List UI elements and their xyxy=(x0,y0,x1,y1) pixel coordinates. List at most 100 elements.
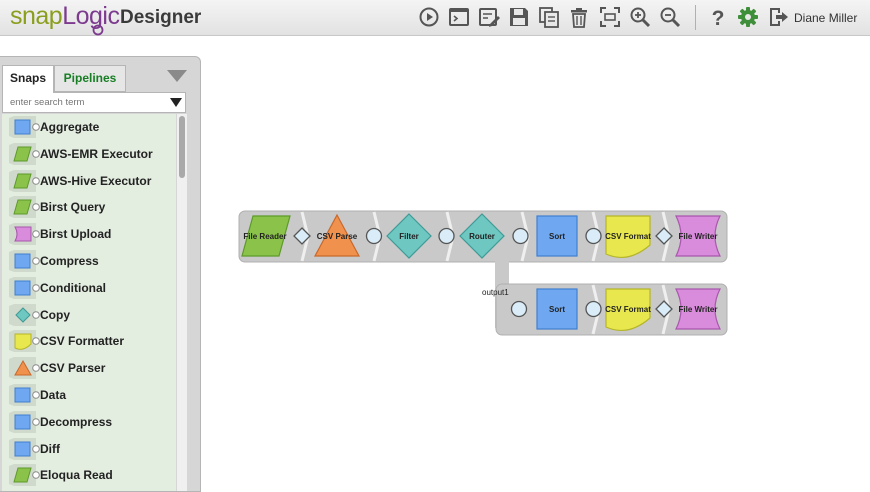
snap-list-item[interactable]: AWS-Hive Executor xyxy=(2,168,176,194)
green-parallelogram-icon xyxy=(9,196,40,219)
blue-square-icon xyxy=(9,276,40,299)
branch-label-output1: output1 xyxy=(482,288,509,297)
app-title: Designer xyxy=(120,7,202,28)
tab-pipelines[interactable]: Pipelines xyxy=(54,65,126,92)
snap-list-item[interactable]: Birst Query xyxy=(2,194,176,220)
zoom-in-button[interactable] xyxy=(629,6,651,28)
zoom-out-icon xyxy=(660,7,681,28)
snap-label: Copy xyxy=(40,307,70,322)
snap-list-item[interactable]: Conditional xyxy=(2,275,176,301)
document-port-icon[interactable] xyxy=(585,300,602,318)
logo-swirl-icon xyxy=(92,24,104,36)
snap-search-box xyxy=(2,92,186,113)
green-parallelogram-icon xyxy=(9,464,40,487)
user-name[interactable]: Diane Miller xyxy=(794,11,858,25)
zoom-out-button[interactable] xyxy=(659,6,681,28)
snap-label: Birst Query xyxy=(40,200,106,215)
panel-menu-triangle-icon[interactable] xyxy=(166,69,188,83)
console-button[interactable] xyxy=(448,6,470,28)
green-parallelogram-icon xyxy=(9,169,40,192)
snap-list-item[interactable]: Diff xyxy=(2,436,176,462)
toolbar-divider xyxy=(695,5,696,30)
pipeline-snap-sort[interactable]: Sort xyxy=(536,215,578,257)
fit-to-screen-button[interactable] xyxy=(599,6,621,28)
terminal-icon xyxy=(449,8,469,26)
logout-button[interactable] xyxy=(767,6,789,28)
copy-icon xyxy=(539,7,559,28)
snap-list-item[interactable]: Eloqua Read xyxy=(2,462,176,488)
search-dropdown-icon[interactable] xyxy=(170,98,182,107)
pipeline-snap-file-reader[interactable]: File Reader xyxy=(241,215,291,257)
snap-node-label: Filter xyxy=(399,232,419,241)
snap-list-item[interactable]: AWS-EMR Executor xyxy=(2,141,176,167)
binary-port-icon[interactable] xyxy=(293,227,311,245)
document-port-icon[interactable] xyxy=(365,227,383,245)
document-port-icon[interactable] xyxy=(512,227,529,245)
snap-node-label: Router xyxy=(469,232,495,241)
purple-writer-icon xyxy=(9,223,40,246)
pipeline-snap-file-writer[interactable]: File Writer xyxy=(675,215,721,257)
pipeline-snap-router[interactable]: Router xyxy=(459,213,505,259)
run-pipeline-button[interactable] xyxy=(418,6,440,28)
zoom-in-icon xyxy=(630,7,651,28)
blue-square-icon xyxy=(9,437,40,460)
snap-search-input[interactable] xyxy=(3,93,170,112)
snap-label: Diff xyxy=(40,441,60,456)
blue-square-icon xyxy=(9,410,40,433)
snap-label: CSV Parser xyxy=(40,361,106,376)
snap-list-item[interactable]: CSV Parser xyxy=(2,355,176,381)
svg-text:?: ? xyxy=(712,7,725,28)
fit-screen-icon xyxy=(600,7,620,27)
yellow-formatter-icon xyxy=(9,330,40,353)
edit-properties-icon xyxy=(479,8,500,27)
snap-list-item[interactable]: Aggregate xyxy=(2,114,176,140)
pipeline-snap-csv-parse[interactable]: CSV Parse xyxy=(313,213,361,257)
logo-logic: Logic xyxy=(62,2,120,30)
binary-port-icon[interactable] xyxy=(655,227,673,245)
settings-button[interactable] xyxy=(737,6,759,28)
document-port-icon[interactable] xyxy=(438,227,455,245)
snap-list-item[interactable]: Copy xyxy=(2,302,176,328)
blue-square-icon xyxy=(9,250,40,272)
snap-label: Aggregate xyxy=(40,120,100,134)
pipeline-properties-button[interactable] xyxy=(478,6,500,28)
play-icon xyxy=(419,7,439,27)
top-bar: snapLogic Designer ? xyxy=(0,0,870,36)
snap-list-item[interactable]: Birst Upload xyxy=(2,221,176,247)
snap-list-item[interactable]: Data xyxy=(2,382,176,408)
save-button[interactable] xyxy=(508,6,530,28)
document-port-icon[interactable] xyxy=(510,300,528,318)
pipeline-snap-sort[interactable]: Sort xyxy=(536,288,578,330)
help-button[interactable]: ? xyxy=(707,6,729,28)
snap-node-label: File Writer xyxy=(679,305,718,314)
snap-label: Compress xyxy=(40,254,99,268)
trash-icon xyxy=(571,8,587,28)
pipeline-snap-file-writer[interactable]: File Writer xyxy=(675,288,721,330)
pipeline-snap-csv-format[interactable]: CSV Format xyxy=(605,288,651,332)
help-icon: ? xyxy=(712,7,725,28)
pipeline-snap-csv-format[interactable]: CSV Format xyxy=(605,215,651,259)
snap-label: Data xyxy=(40,388,67,402)
blue-square-icon xyxy=(9,384,40,406)
snap-label: CSV Formatter xyxy=(40,334,125,349)
orange-triangle-icon xyxy=(9,357,40,380)
snap-list-item[interactable]: CSV Formatter xyxy=(2,328,176,354)
pipeline-snap-filter[interactable]: Filter xyxy=(386,213,432,259)
snap-node-label: File Writer xyxy=(679,232,718,241)
snap-list-scrollbar[interactable] xyxy=(177,114,187,491)
snap-label: Eloqua Read xyxy=(40,468,113,483)
snap-list-item[interactable]: Decompress xyxy=(2,409,176,435)
copy-button[interactable] xyxy=(538,6,560,28)
tab-snaps[interactable]: Snaps xyxy=(2,65,54,93)
snap-label: Conditional xyxy=(40,280,106,295)
snap-list-item[interactable]: Compress xyxy=(2,248,176,274)
delete-button[interactable] xyxy=(568,6,590,28)
snap-node-label: Sort xyxy=(549,232,565,241)
document-port-icon[interactable] xyxy=(585,227,602,245)
scrollbar-thumb[interactable] xyxy=(179,116,185,178)
binary-port-icon[interactable] xyxy=(655,300,673,318)
